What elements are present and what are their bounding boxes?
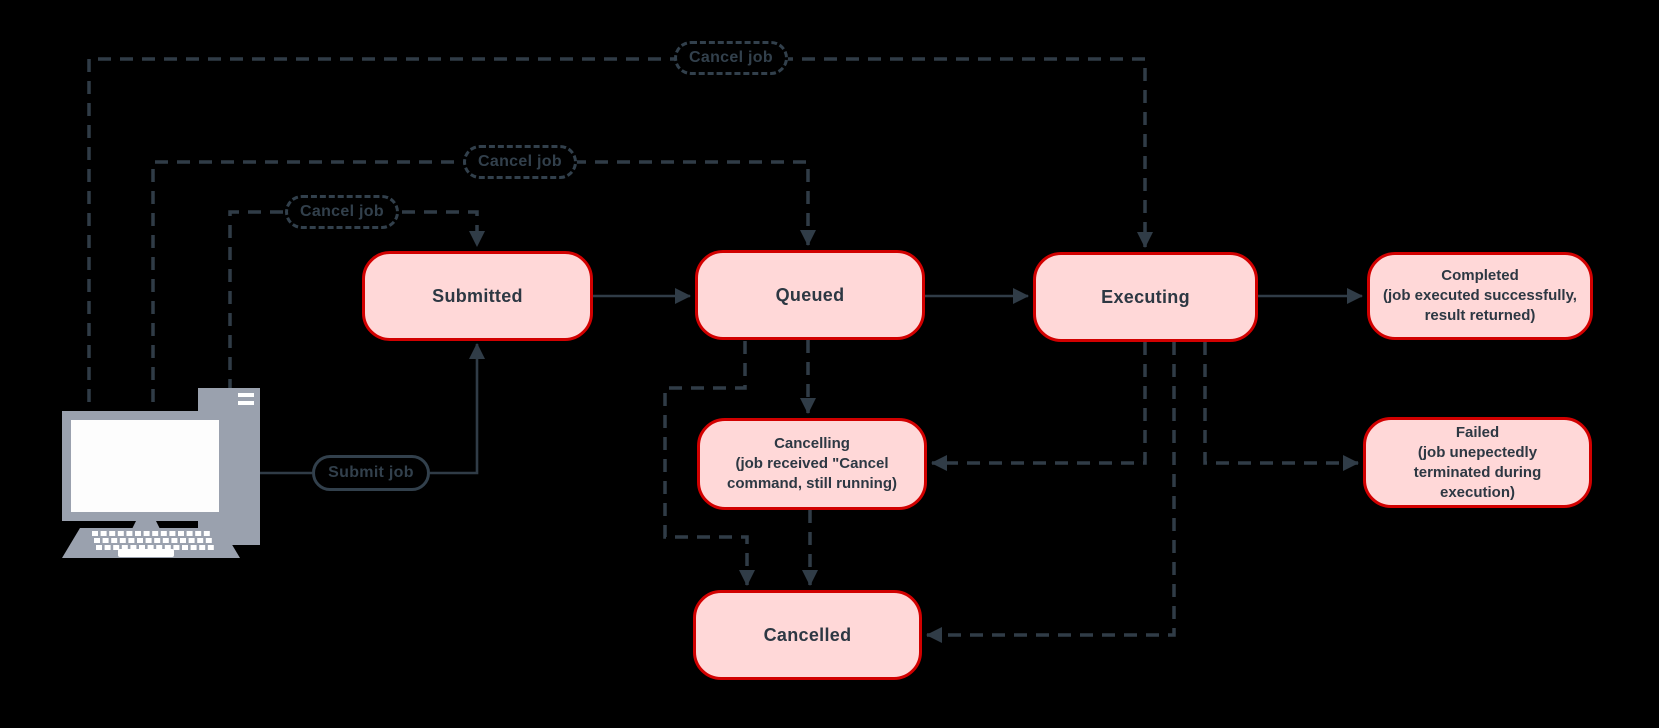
edge-client-submit-to-submitted <box>430 343 485 475</box>
edge-label-submit-job: Submit job <box>312 455 430 491</box>
edge-label-cancel-job-queued: Cancel job <box>463 145 577 179</box>
edge-executing-to-cancelling <box>931 342 1147 471</box>
state-node-cancelled: Cancelled <box>693 590 922 680</box>
state-node-cancelling: Cancelling (job received "Cancel command… <box>697 418 927 510</box>
edge-executing-to-failed <box>1203 342 1359 471</box>
edge-client-cancel-executing <box>87 57 1153 402</box>
desktop-computer-icon <box>62 388 260 558</box>
state-node-submitted: Submitted <box>362 251 593 341</box>
state-node-queued: Queued <box>695 250 925 340</box>
state-node-executing: Executing <box>1033 252 1258 342</box>
edge-label-cancel-job-executing: Cancel job <box>674 41 788 75</box>
state-node-failed: Failed (job unepectedly terminated durin… <box>1363 417 1592 508</box>
edge-queued-to-cancelled <box>663 341 755 586</box>
edge-label-cancel-job-submitted: Cancel job <box>285 195 399 229</box>
keyboard-keys <box>92 531 214 550</box>
edge-executing-to-cancelled <box>926 342 1176 643</box>
edge-client-cancel-queued <box>151 160 816 402</box>
edge-client-cancel-submitted <box>228 210 485 392</box>
state-node-completed: Completed (job executed successfully, re… <box>1367 252 1593 340</box>
